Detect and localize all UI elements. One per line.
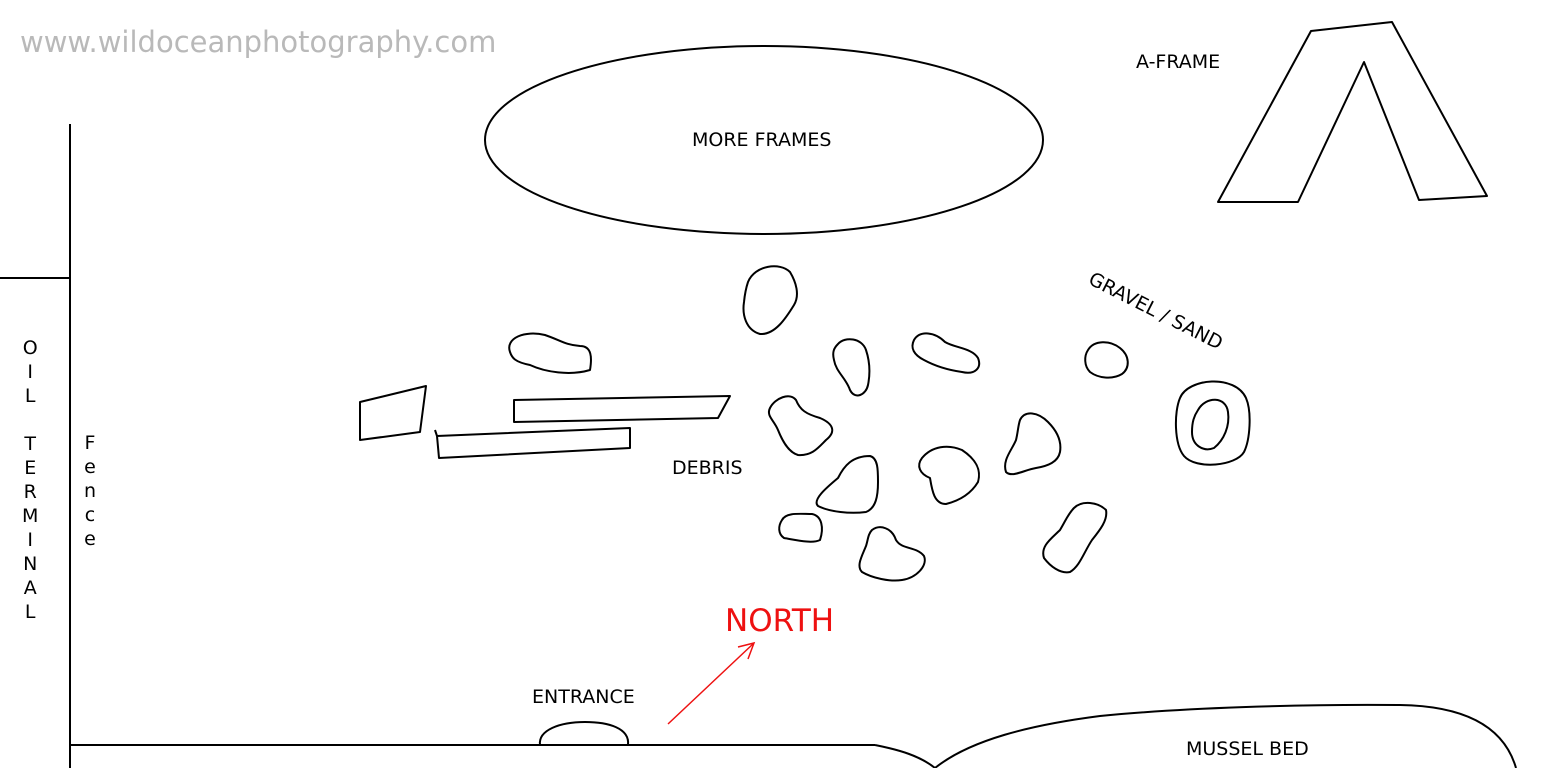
north-arrow <box>667 642 755 725</box>
ring-inner <box>1191 398 1230 451</box>
rock <box>508 332 592 374</box>
fence-label: F e n c e <box>84 431 96 551</box>
oil-terminal-letter: A <box>23 577 37 599</box>
fence-letter: e <box>84 528 96 550</box>
rock <box>815 455 879 514</box>
oil-terminal-letter: N <box>23 553 38 575</box>
rock <box>1042 502 1108 574</box>
oil-terminal-letter: L <box>24 385 36 407</box>
debris-label: DEBRIS <box>672 457 743 479</box>
ring-outer <box>1174 380 1251 466</box>
rock <box>832 338 871 397</box>
debris-slab <box>359 385 427 441</box>
rock <box>911 332 981 374</box>
fence-letter: c <box>84 504 96 526</box>
a-frame-label: A-FRAME <box>1136 51 1221 73</box>
oil-terminal-letter: O <box>22 337 38 359</box>
more-frames-label: MORE FRAMES <box>692 129 832 151</box>
fence-letter: e <box>84 456 96 478</box>
rock <box>918 445 980 505</box>
mussel-bed-label: MUSSEL BED <box>1186 738 1309 760</box>
debris-slab-long <box>513 395 731 423</box>
fence-letter: F <box>84 432 96 454</box>
north-label: NORTH <box>725 603 835 639</box>
oil-terminal-letter: I <box>27 529 33 551</box>
debris-slab-long <box>436 427 631 459</box>
watermark-text: www.wildoceanphotography.com <box>20 25 497 59</box>
rock <box>858 526 926 582</box>
north-arrow-head <box>737 641 756 660</box>
mussel-bed-outline <box>874 703 1517 768</box>
rock <box>778 512 823 543</box>
rock <box>1084 341 1129 379</box>
a-frame-structure <box>1217 21 1488 203</box>
rock <box>1004 412 1062 476</box>
oil-terminal-label: O I L T E R M I N A L <box>22 336 38 624</box>
oil-terminal-letter: I <box>27 361 33 383</box>
entrance-shape <box>538 721 630 746</box>
rock <box>742 265 798 336</box>
entrance-label: ENTRANCE <box>532 686 635 708</box>
oil-terminal-letter: T <box>24 433 36 455</box>
debris-slab-tick <box>434 429 438 437</box>
more-frames-area <box>484 45 1044 235</box>
oil-terminal-letter: M <box>22 505 39 527</box>
oil-terminal-letter: L <box>24 601 36 623</box>
rock <box>768 395 834 457</box>
fence-letter: n <box>84 480 97 502</box>
oil-terminal-letter: E <box>24 457 37 479</box>
oil-terminal-letter: R <box>23 481 37 503</box>
